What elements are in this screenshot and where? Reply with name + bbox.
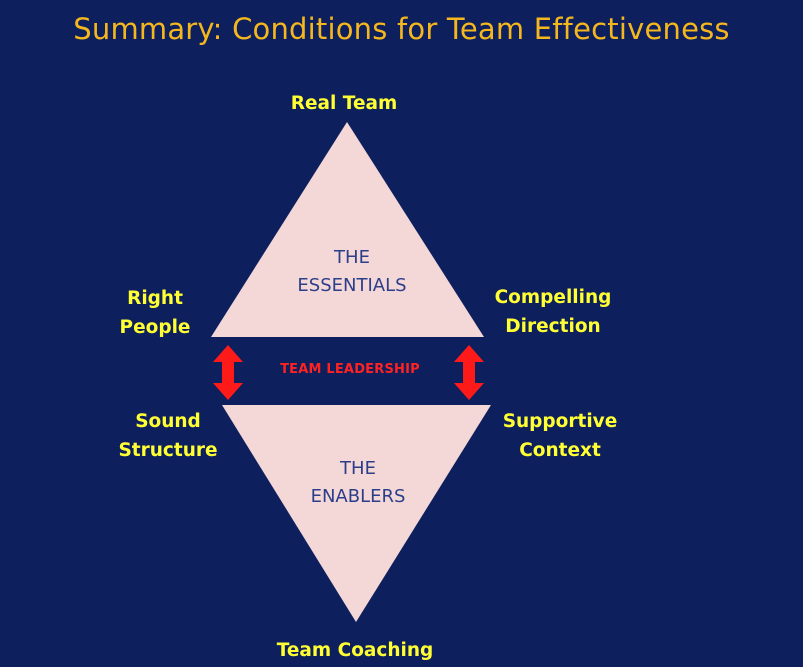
- right-double-arrow-icon: [454, 345, 484, 400]
- lower-left-label: Sound Structure: [118, 411, 218, 461]
- top-label: Real Team: [290, 93, 398, 114]
- team-leadership-label: TEAM LEADERSHIP: [280, 362, 420, 377]
- left-double-arrow-icon: [213, 345, 243, 400]
- essentials-text: THE ESSENTIALS: [297, 247, 407, 296]
- bottom-label: Team Coaching: [276, 640, 434, 661]
- enablers-triangle: [222, 405, 491, 622]
- essentials-triangle: [211, 122, 484, 337]
- upper-left-label: Right People: [119, 288, 191, 338]
- enablers-text: THE ENABLERS: [310, 458, 406, 507]
- slide-title: Summary: Conditions for Team Effectivene…: [73, 12, 730, 46]
- lower-right-label: Supportive Context: [502, 411, 618, 461]
- upper-right-label: Compelling Direction: [494, 287, 612, 337]
